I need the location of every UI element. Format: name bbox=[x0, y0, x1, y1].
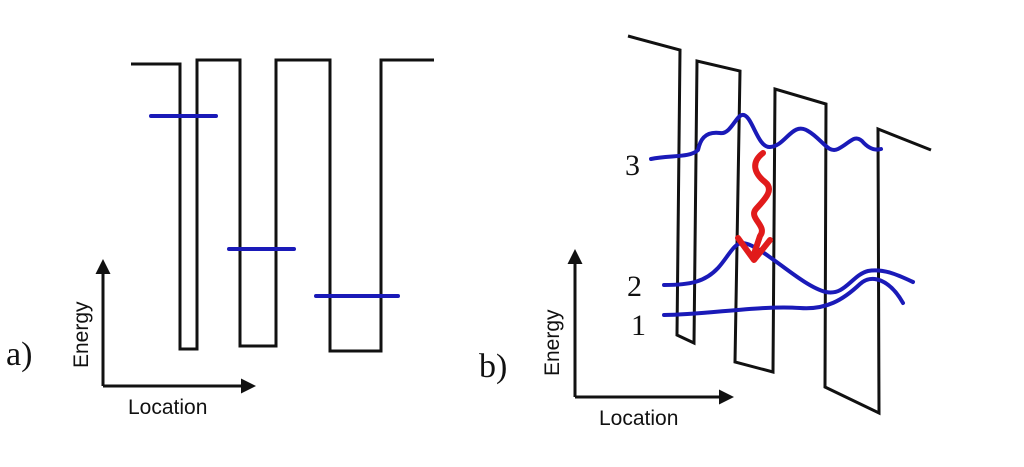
panel-b-level-2-wave bbox=[662, 241, 915, 295]
panel-b-intersubband-transition-arrow bbox=[751, 150, 772, 257]
panel-a-band-edge bbox=[131, 58, 434, 353]
panel-a-location-axis-label: Location bbox=[128, 396, 207, 419]
panel-b-energy-axis-label: Energy bbox=[541, 309, 564, 376]
panel-a-energy-axis-label: Energy bbox=[70, 301, 93, 368]
panel-b-level-3-label: 3 bbox=[625, 149, 640, 182]
panel-b-band-edge bbox=[627, 34, 932, 416]
panel-a: a) Energy Location bbox=[6, 58, 434, 419]
panel-b-level-2-label: 2 bbox=[627, 270, 642, 303]
panel-b: 3 2 1 b) Energy Location bbox=[479, 34, 932, 430]
panel-a-label: a) bbox=[6, 336, 32, 373]
panel-b-label: b) bbox=[479, 348, 507, 385]
panel-b-level-3-wave bbox=[649, 113, 883, 161]
panel-b-transition-arrowhead bbox=[735, 235, 773, 263]
panel-b-level-1-label: 1 bbox=[631, 309, 646, 342]
panel-b-location-axis-label: Location bbox=[599, 407, 678, 430]
panel-b-level-1-wave bbox=[662, 277, 905, 317]
